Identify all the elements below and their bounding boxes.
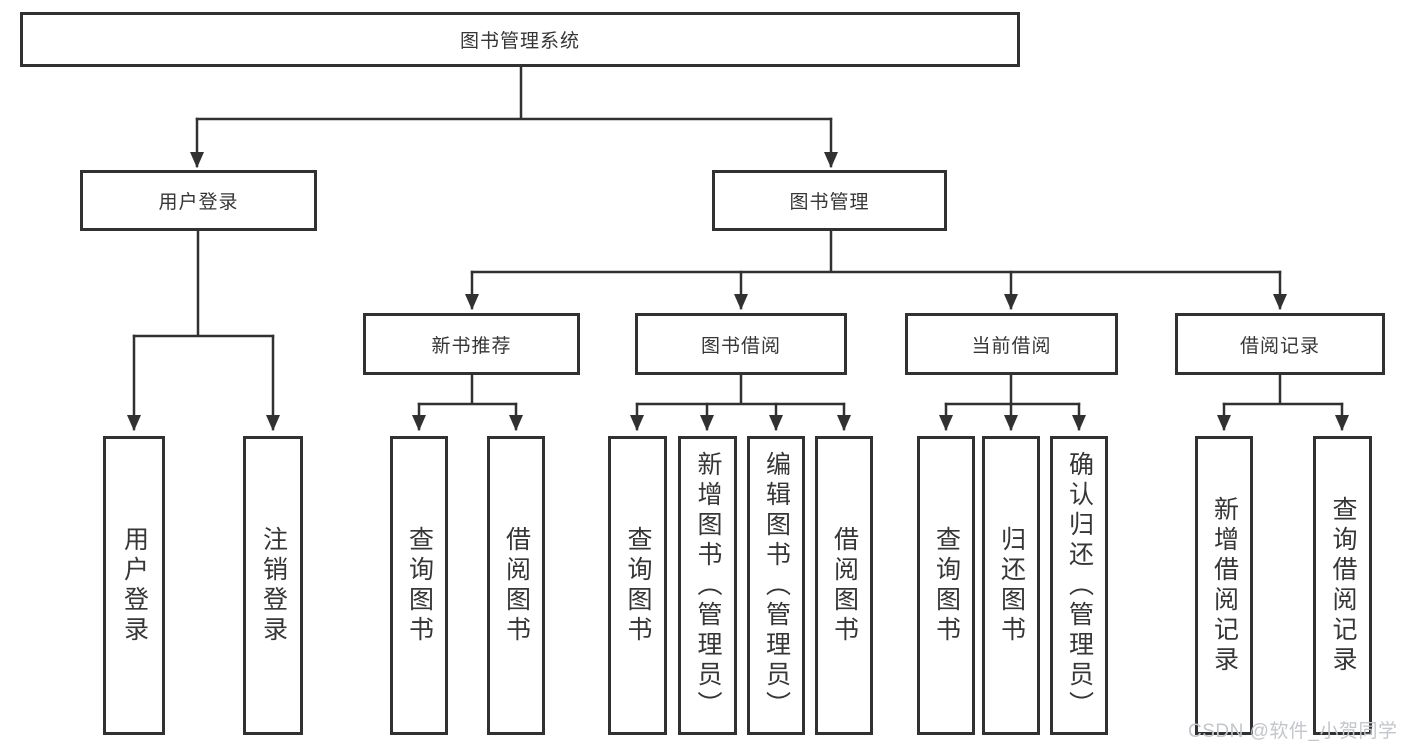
connector-new-book-recommend — [412, 373, 523, 431]
leaf-query-books-1-label: 查询图书 — [405, 525, 434, 646]
connector-book-management — [465, 229, 1287, 310]
new-book-recommend-node: 新书推荐 — [363, 313, 580, 375]
leaf-query-borrow-record: 查询借阅记录 — [1313, 436, 1372, 735]
leaf-user-login-label: 用户登录 — [120, 525, 149, 646]
leaf-query-books-2-label: 查询图书 — [624, 525, 652, 646]
leaf-add-borrow-record-label: 新增借阅记录 — [1210, 495, 1239, 676]
leaf-user-login: 用户登录 — [103, 436, 165, 735]
connector-user-login — [127, 229, 280, 431]
leaf-confirm-return-admin: 确认归还（管理员） — [1050, 436, 1108, 735]
leaf-borrow-books-1-label: 借阅图书 — [502, 525, 531, 646]
user-login-node-label: 用户登录 — [158, 192, 239, 213]
csdn-watermark: CSDN @软件_小贺同学 — [1188, 721, 1398, 742]
book-management-node-label: 图书管理 — [789, 192, 870, 213]
root-node: 图书管理系统 — [20, 12, 1020, 67]
borrow-record-label: 借阅记录 — [1239, 335, 1320, 357]
leaf-query-borrow-record-label: 查询借阅记录 — [1329, 495, 1357, 676]
leaf-add-book-admin: 新增图书（管理员） — [678, 436, 737, 735]
leaf-add-borrow-record: 新增借阅记录 — [1195, 436, 1253, 735]
new-book-recommend-label: 新书推荐 — [431, 335, 512, 357]
root-node-label: 图书管理系统 — [459, 31, 580, 52]
borrow-record-node: 借阅记录 — [1175, 313, 1385, 375]
leaf-return-books-label: 归还图书 — [997, 525, 1026, 646]
book-borrow-label: 图书借阅 — [700, 335, 781, 357]
connector-root — [190, 65, 838, 168]
book-borrow-node: 图书借阅 — [635, 313, 847, 375]
leaf-return-books: 归还图书 — [982, 436, 1040, 735]
leaf-confirm-return-admin-label: 确认归还（管理员） — [1065, 450, 1094, 721]
leaf-query-books-1: 查询图书 — [390, 436, 448, 735]
leaf-edit-book-admin-label: 编辑图书（管理员） — [762, 450, 791, 721]
current-borrow-node: 当前借阅 — [905, 313, 1118, 375]
current-borrow-label: 当前借阅 — [971, 335, 1052, 357]
leaf-borrow-books-2-label: 借阅图书 — [830, 525, 859, 646]
leaf-borrow-books-2: 借阅图书 — [815, 436, 873, 735]
leaf-add-book-admin-label: 新增图书（管理员） — [694, 450, 722, 721]
leaf-query-books-3: 查询图书 — [917, 436, 975, 735]
leaf-logout: 注销登录 — [243, 436, 303, 735]
leaf-query-books-3-label: 查询图书 — [932, 525, 961, 646]
connector-current-borrow — [939, 373, 1086, 431]
book-management-node: 图书管理 — [712, 170, 947, 231]
user-login-node: 用户登录 — [80, 170, 317, 231]
leaf-logout-label: 注销登录 — [259, 525, 288, 646]
connector-borrow-record — [1217, 373, 1349, 431]
leaf-borrow-books-1: 借阅图书 — [487, 436, 545, 735]
leaf-query-books-2: 查询图书 — [608, 436, 667, 735]
connector-book-borrow — [630, 373, 851, 431]
leaf-edit-book-admin: 编辑图书（管理员） — [747, 436, 805, 735]
